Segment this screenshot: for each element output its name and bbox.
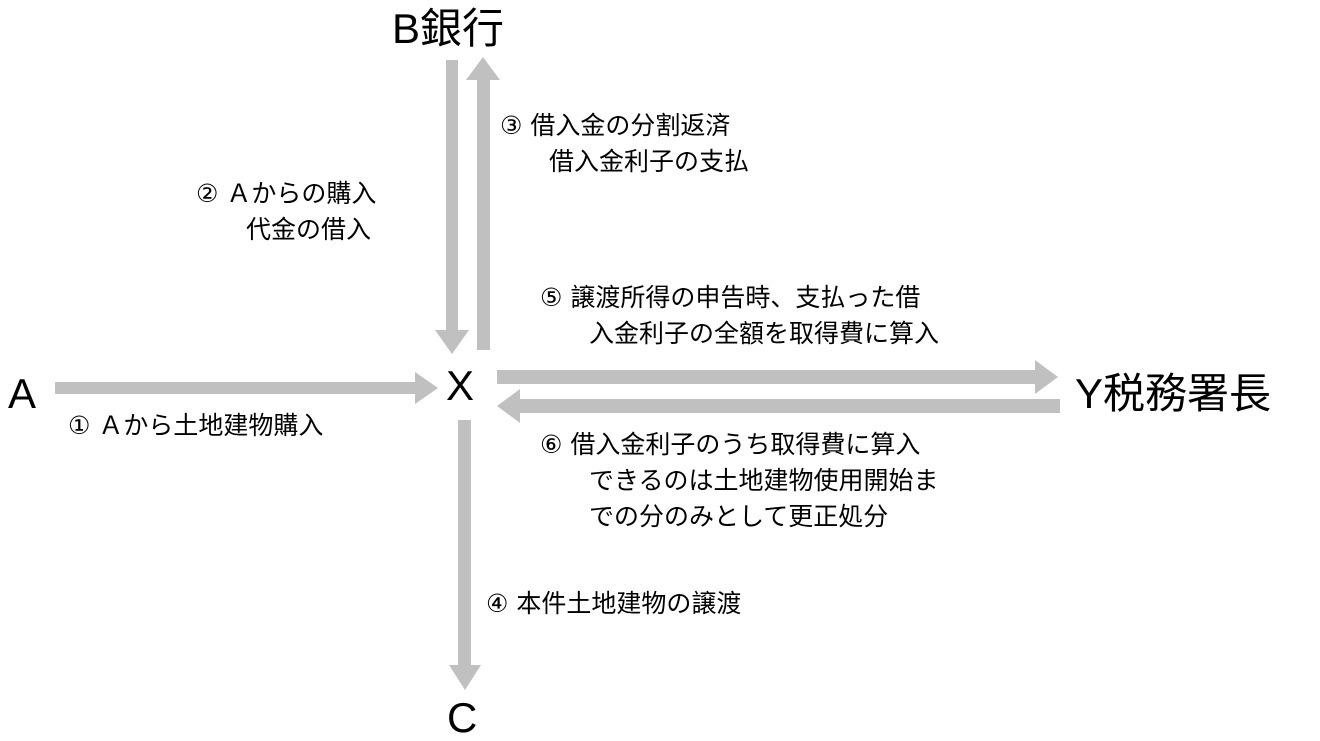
label-line: ④ 本件土地建物の譲渡 [486,589,742,618]
step-1-label: ① Ａから土地建物購入 [68,408,323,444]
step-2-label: ② Ａからの購入 代金の借入 [196,176,376,248]
node-tax-office: Y税務署長 [1075,370,1272,417]
label-line: できるのは土地建物使用開始ま [589,466,939,495]
step-4-label: ④ 本件土地建物の譲渡 [486,586,741,622]
arrow-x-to-tax [497,360,1058,394]
node-bank: B銀行 [392,5,505,52]
arrow-a-to-x [55,372,438,404]
arrow-bank-to-x [435,60,469,354]
label-line: での分のみとして更正処分 [589,502,889,531]
step-5-label: ⑤ 譲渡所得の申告時、支払った借 入金利子の全額を取得費に算入 [540,280,939,352]
label-line: ⑤ 譲渡所得の申告時、支払った借 [540,283,921,312]
node-a: A [8,370,37,417]
node-x: X [446,362,475,409]
label-line: ① Ａから土地建物購入 [68,411,324,440]
step-3-label: ③ 借入金の分割返済 借入金利子の支払 [500,108,749,180]
label-line: 借入金利子の支払 [549,147,750,176]
label-line: ③ 借入金の分割返済 [500,111,731,140]
label-line: 代金の借入 [246,215,372,244]
node-c: C [447,694,478,741]
arrow-tax-to-x [497,389,1060,423]
label-line: ② Ａからの購入 [196,179,377,208]
label-line: ⑥ 借入金利子のうち取得費に算入 [540,430,921,459]
label-line: 入金利子の全額を取得費に算入 [589,319,940,348]
arrow-x-to-bank [466,57,500,350]
step-6-label: ⑥ 借入金利子のうち取得費に算入 できるのは土地建物使用開始ま での分のみとして… [540,427,939,535]
arrow-x-to-c [449,420,481,690]
